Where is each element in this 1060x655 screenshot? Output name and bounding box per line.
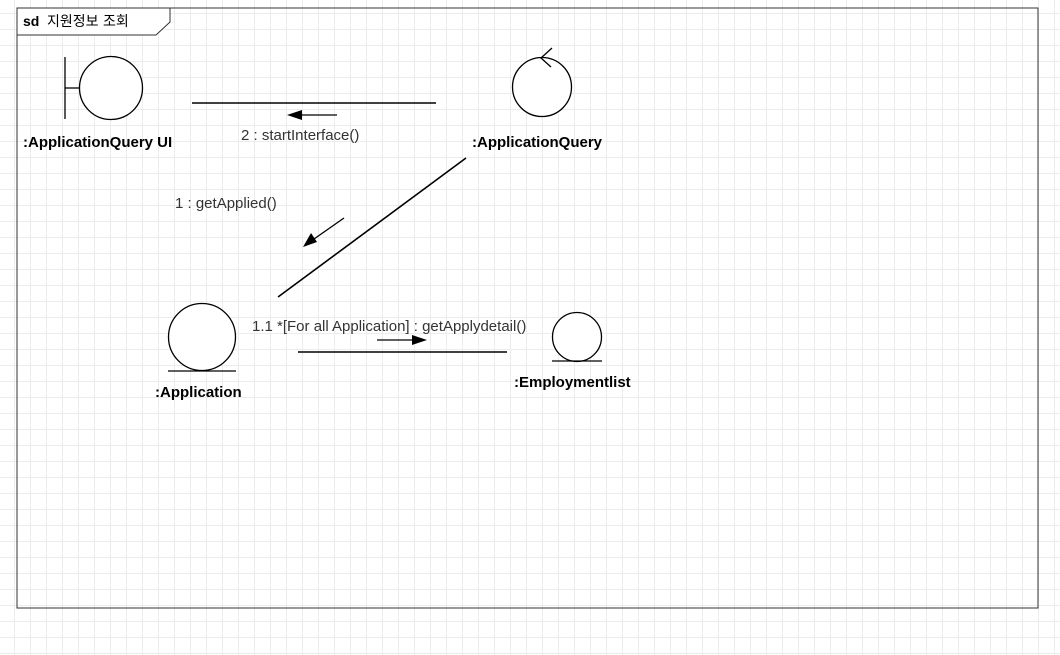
frame-title-tab	[16, 7, 171, 36]
message-label-1-1: 1.1 *[For all Application] : getApplydet…	[252, 318, 526, 335]
frame-title: 지원정보 조회	[47, 14, 129, 30]
entity-object-application[interactable]: :Application	[155, 302, 242, 402]
frame-keyword: sd	[23, 13, 39, 29]
boundary-object-applicationquery-ui[interactable]: :ApplicationQuery UI	[23, 55, 172, 152]
entity-icon	[551, 311, 603, 363]
object-name-application: :Application	[155, 384, 242, 401]
object-name-ui: :ApplicationQuery UI	[23, 134, 172, 151]
interaction-frame[interactable]: sd 지원정보 조회	[16, 7, 1039, 609]
message-arrow-1	[303, 217, 345, 247]
boundary-icon	[64, 55, 144, 121]
message-arrow-1-1	[377, 335, 427, 345]
object-name-employmentlist: :Employmentlist	[514, 374, 631, 391]
link-control-application[interactable]	[277, 157, 467, 298]
entity-object-employmentlist[interactable]: :Employmentlist	[514, 311, 631, 392]
entity-icon	[167, 302, 237, 372]
frame-border	[16, 7, 1039, 609]
control-icon	[511, 47, 573, 118]
control-object-applicationquery[interactable]: :ApplicationQuery	[472, 47, 603, 151]
message-arrow-2	[287, 110, 337, 120]
message-label-2: 2 : startInterface()	[241, 127, 359, 144]
object-name-control: :ApplicationQuery	[472, 134, 603, 151]
message-label-1: 1 : getApplied()	[175, 195, 277, 212]
